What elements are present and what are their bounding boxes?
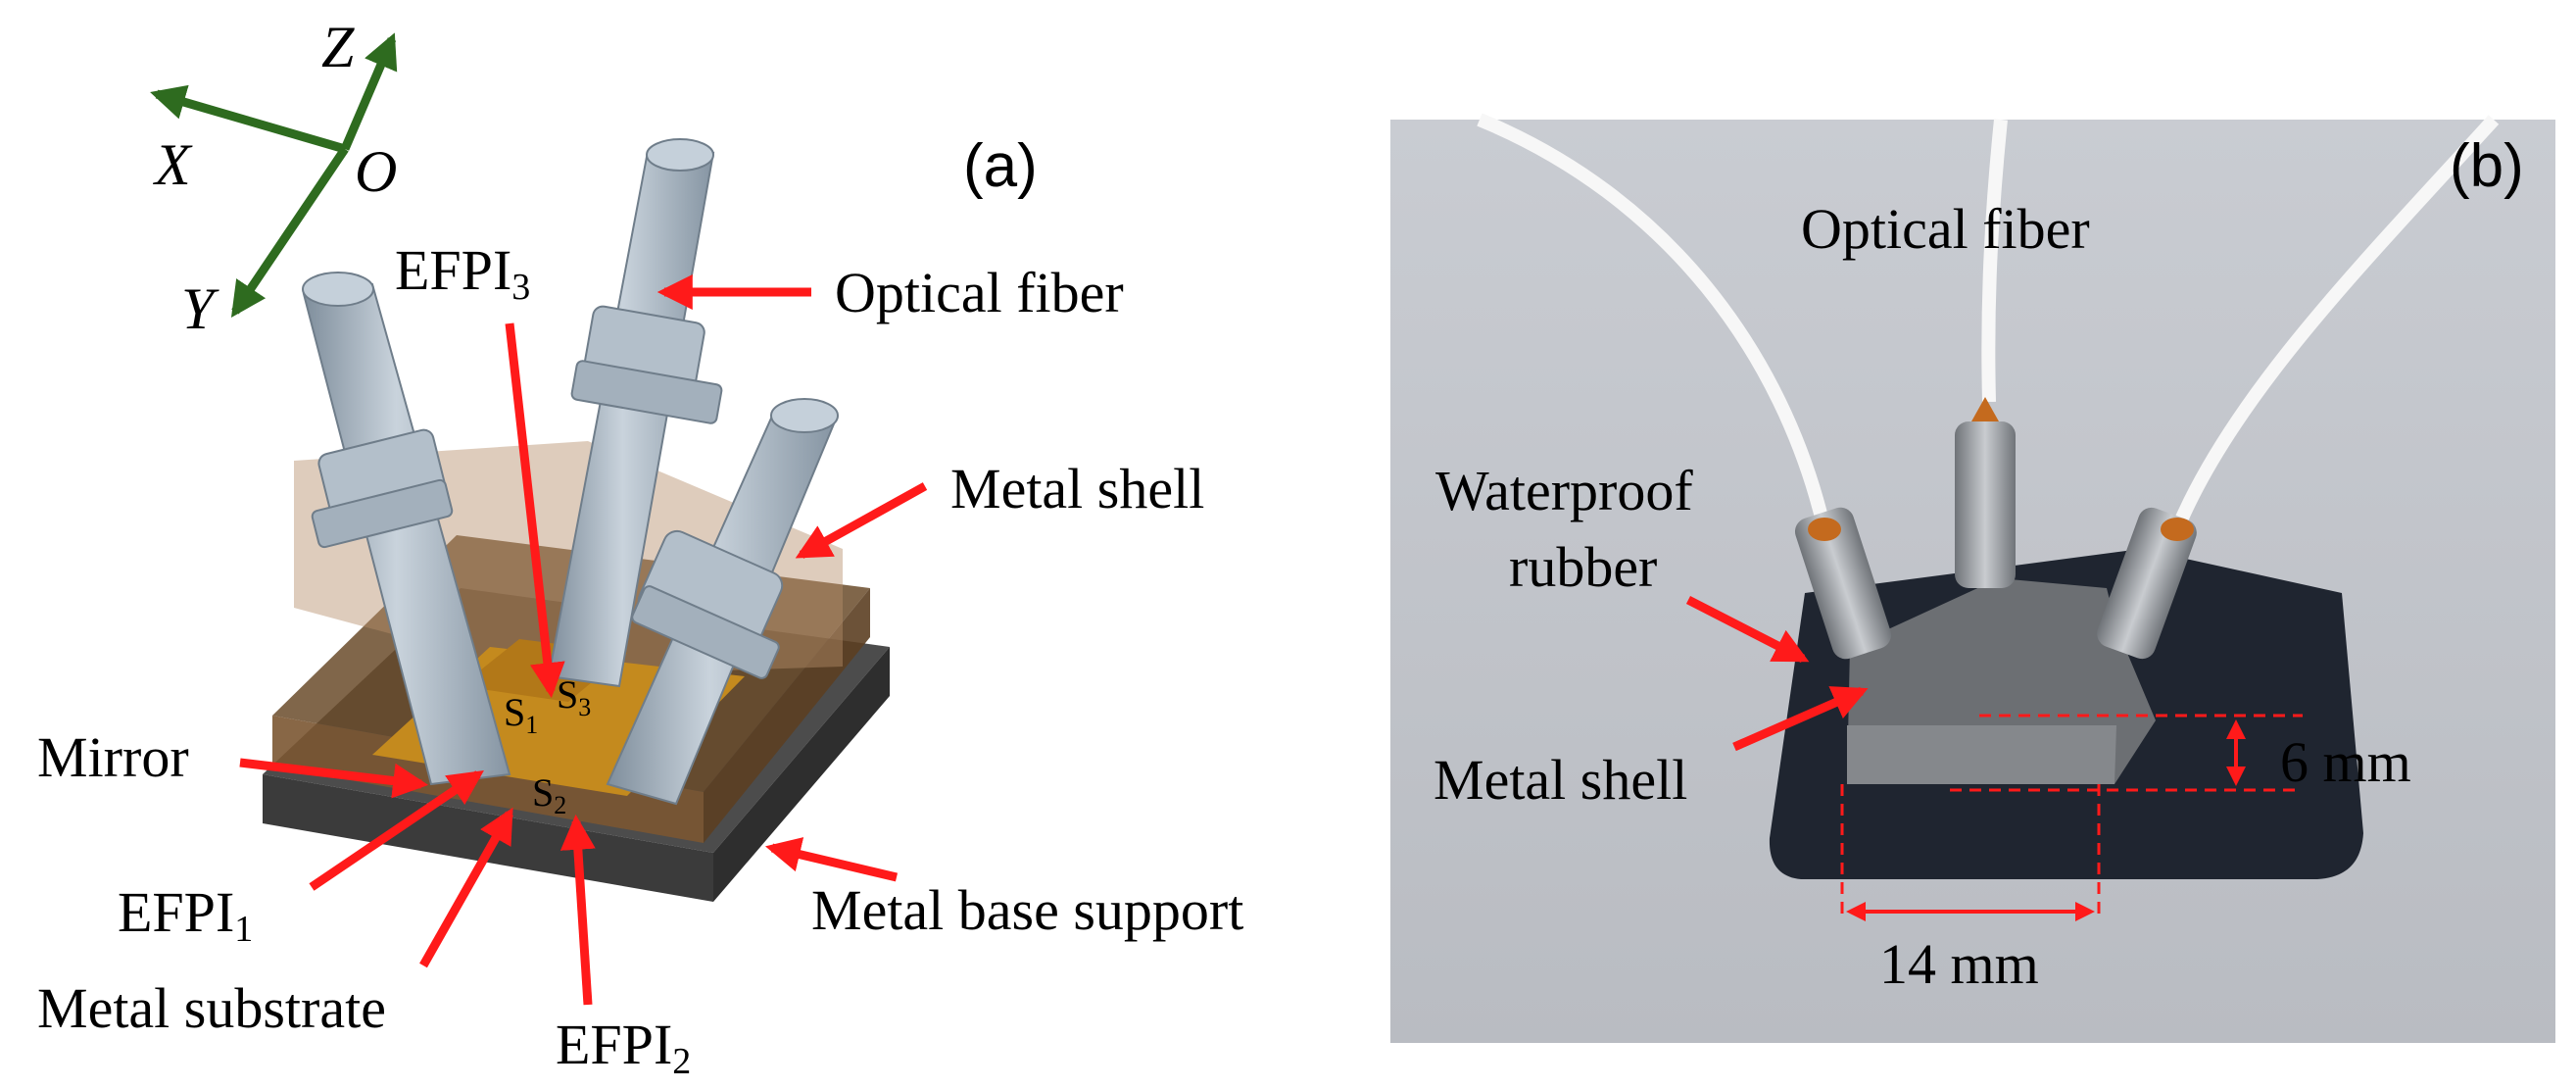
point-s3-label: S3 bbox=[557, 672, 591, 721]
arrow-metal-shell-b bbox=[1732, 686, 1869, 752]
connector-tip-left bbox=[1808, 518, 1841, 541]
base-side-right bbox=[713, 647, 890, 902]
arrow-metal-substrate bbox=[419, 807, 513, 968]
dim-width-label: 14 mm bbox=[1879, 932, 2039, 996]
fiber-cable-middle bbox=[1981, 119, 2008, 403]
label-metal-substrate: Metal substrate bbox=[37, 976, 386, 1040]
connector-middle bbox=[1955, 421, 2016, 588]
label-optical-fiber-b: Optical fiber bbox=[1801, 197, 2090, 261]
dimension-height: 6 mm bbox=[1950, 714, 2411, 794]
arrow-mirror bbox=[239, 758, 429, 799]
label-metal-base-support: Metal base support bbox=[811, 878, 1243, 942]
fiber-efpi1 bbox=[302, 272, 511, 786]
label-efpi2: EFPI2 bbox=[556, 1013, 691, 1082]
label-waterproof-line2: rubber bbox=[1509, 535, 1657, 599]
fiber-cable-right bbox=[2170, 115, 2500, 532]
metal-shell-face bbox=[1847, 725, 2116, 784]
coordinate-axes: X Y Z O bbox=[150, 15, 398, 341]
panel-a-label: (a) bbox=[963, 132, 1038, 200]
dimension-width: 14 mm bbox=[1840, 784, 2101, 996]
axis-origin-label: O bbox=[355, 139, 397, 204]
label-optical-fiber-a: Optical fiber bbox=[835, 261, 1124, 324]
fiber-efpi1-top bbox=[302, 272, 374, 307]
dim-height-label: 6 mm bbox=[2280, 730, 2411, 794]
label-metal-shell-a: Metal shell bbox=[950, 457, 1204, 520]
label-metal-shell-b: Metal shell bbox=[1434, 748, 1687, 812]
fiber-efpi2 bbox=[606, 398, 839, 806]
axis-x-label: X bbox=[153, 132, 193, 197]
sensor-3d-model: S1 S3 S2 bbox=[263, 138, 890, 902]
label-efpi3: EFPI3 bbox=[395, 238, 530, 308]
y-axis-arrow bbox=[230, 146, 349, 318]
label-waterproof-line1: Waterproof bbox=[1435, 459, 1693, 522]
point-s1-label: S1 bbox=[504, 690, 538, 739]
fiber-efpi2-top bbox=[770, 398, 839, 433]
fiber-efpi2-collar2 bbox=[631, 585, 780, 679]
connector-tip-middle bbox=[1971, 397, 1999, 421]
point-s2-label: S2 bbox=[532, 770, 566, 819]
panel-b-label: (b) bbox=[2450, 132, 2524, 200]
fiber-efpi3-collar2 bbox=[570, 360, 723, 424]
label-efpi1: EFPI1 bbox=[118, 880, 253, 950]
arrow-metal-base-support bbox=[764, 837, 899, 882]
panel-b: 6 mm 14 mm (b) Optical fiber Waterproof … bbox=[1390, 113, 2555, 1043]
axis-y-label: Y bbox=[181, 276, 219, 341]
label-mirror: Mirror bbox=[37, 725, 189, 789]
connector-tip-right bbox=[2161, 518, 2194, 541]
x-axis-arrow bbox=[150, 84, 347, 154]
arrow-efpi3 bbox=[505, 322, 565, 699]
arrow-waterproof bbox=[1685, 595, 1810, 664]
arrow-metal-shell-a bbox=[795, 482, 928, 559]
arrow-efpi2 bbox=[559, 814, 596, 1006]
z-axis-arrow bbox=[340, 32, 398, 151]
shell-front-wall bbox=[272, 716, 704, 843]
axis-z-label: Z bbox=[321, 15, 355, 79]
fiber-efpi1-collar2 bbox=[311, 478, 454, 549]
arrow-efpi1 bbox=[309, 769, 484, 891]
panel-a: (a) X Y Z O bbox=[37, 15, 1243, 1082]
connector-right bbox=[2097, 507, 2197, 660]
fiber-cable-left bbox=[1477, 113, 1831, 531]
connector-left bbox=[1794, 507, 1892, 660]
fiber-efpi3-top bbox=[646, 138, 714, 172]
shell-right-wall bbox=[704, 588, 870, 843]
